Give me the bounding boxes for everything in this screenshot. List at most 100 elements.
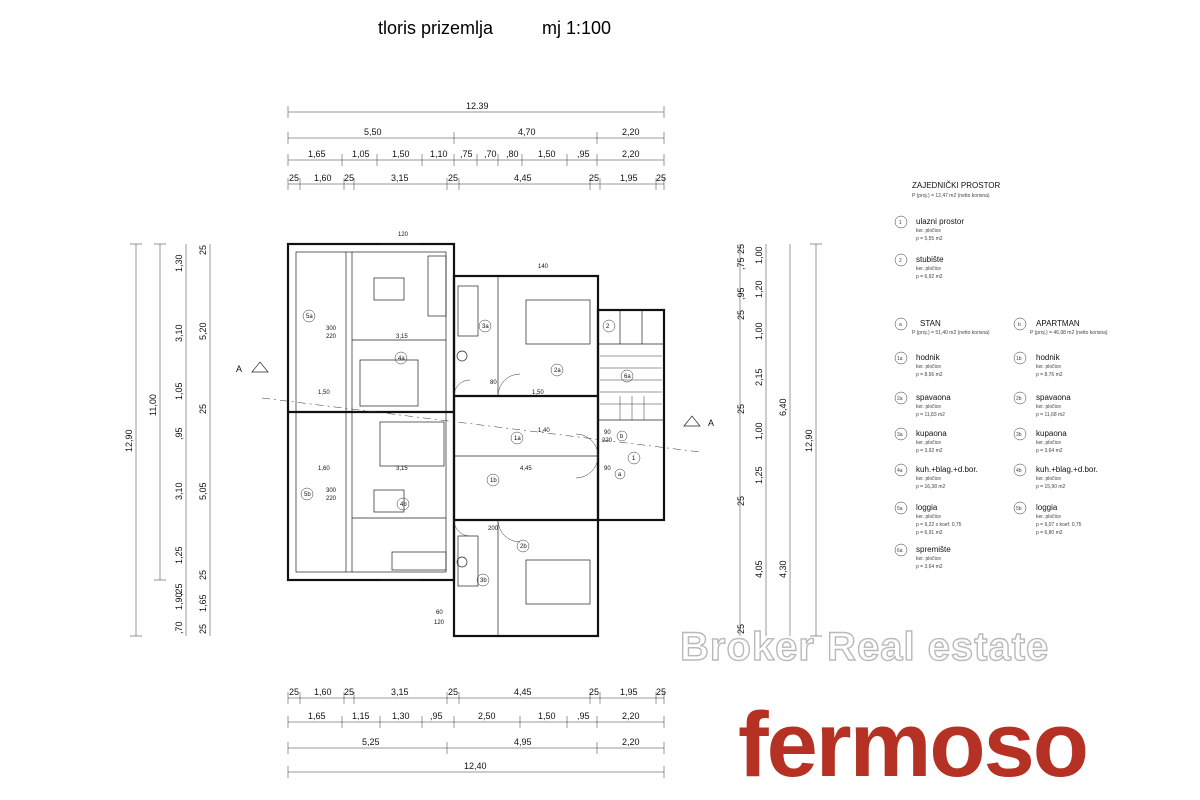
legend-apt-a-title: STAN	[920, 319, 941, 328]
od-2: 220	[326, 334, 337, 340]
legend-items-a: 1a hodnik ker. pločice p = 8,56 m2 2a sp…	[894, 351, 978, 570]
legend-common-2-name: stubište	[916, 255, 944, 264]
li-b3-floor: ker. pločice	[1036, 440, 1061, 446]
dim-top-r4-5: 25	[448, 173, 458, 183]
legend-apt-a-badge: a	[899, 322, 902, 328]
li-a3-area: p = 3,92 m2	[916, 448, 943, 454]
od-13: 80	[490, 380, 497, 386]
od-19: 300	[326, 488, 337, 494]
dim-bot-r2-1: 1,65	[308, 711, 326, 721]
dim-top-r3-10: 2,20	[622, 149, 640, 159]
li-b5-num: 5b	[1016, 506, 1022, 512]
li-b4-name: kuh.+blag.+d.bor.	[1036, 465, 1098, 474]
plan-title: tloris prizemlja	[378, 18, 494, 38]
li-a2-floor: ker. pločice	[916, 404, 941, 410]
dim-top-r3-7: ,80	[506, 149, 519, 159]
od-12: 120	[434, 620, 445, 626]
dim-bot-r1-3: 25	[344, 687, 354, 697]
right-dimension-chains: 25 ,75 ,95 25 25 25 25 1,00 1,20 1,00 2,…	[736, 243, 822, 637]
dim-top-r4-7: 25	[589, 173, 599, 183]
room-2b: 2b	[520, 544, 527, 550]
od-15: 140	[538, 264, 549, 270]
li-a5-area: p = 9,22 x koef. 0,75	[916, 522, 962, 528]
od-6: 4,45	[520, 466, 532, 472]
dim-bot-r1-7: 25	[589, 687, 599, 697]
room-1a: 1a	[514, 436, 521, 442]
room-5a: 5a	[306, 314, 313, 320]
li-a5-num: 5a	[897, 506, 903, 512]
legend-common-1-num: 1	[899, 220, 902, 226]
dim-top-r3-1: 1,65	[308, 149, 326, 159]
li-a6-num: 6a	[897, 548, 903, 554]
dim-bot-r2-5: 2,50	[478, 711, 496, 721]
li-a1-area: p = 8,56 m2	[916, 372, 943, 378]
legend-common-title: ZAJEDNIČKI PROSTOR	[912, 181, 1001, 190]
dim-top-r4-4: 3,15	[391, 173, 409, 183]
dim-bot-r2-3: 1,30	[392, 711, 410, 721]
dim-right-c4-2: ,75	[736, 257, 746, 270]
dim-top-r3-3: 1,50	[392, 149, 410, 159]
li-a1-name: hodnik	[916, 353, 941, 362]
od-5: 1,50	[532, 390, 544, 396]
od-3: 3,15	[396, 334, 408, 340]
dim-top-r4-6: 4,45	[514, 173, 532, 183]
od-9: 90	[604, 430, 611, 436]
dim-bot-r1-8: 1,95	[620, 687, 638, 697]
dim-top-r4-8: 1,95	[620, 173, 638, 183]
od-16: 90	[604, 466, 611, 472]
legend: ZAJEDNIČKI PROSTOR P (proj.) = 12,47 m2 …	[894, 181, 1108, 570]
li-a4-area: p = 16,38 m2	[916, 484, 946, 490]
dim-right-c3-5: 1,00	[754, 422, 764, 440]
li-b4-area: p = 15,90 m2	[1036, 484, 1066, 490]
dim-left-total: 12,90	[124, 429, 134, 452]
dim-right-c4-4: 25	[736, 310, 746, 320]
dim-bot-r3-3: 2,20	[622, 737, 640, 747]
li-b1-floor: ker. pločice	[1036, 364, 1061, 370]
floor-plan: A A	[236, 242, 714, 638]
room-3b: 3b	[480, 578, 487, 584]
li-b5-area2: p = 6,80 m2	[1036, 530, 1063, 536]
legend-items-b: 1b hodnik ker. pločice p = 8,76 m2 2b sp…	[1013, 351, 1098, 536]
room-2: 2	[606, 324, 610, 330]
dim-bot-r3-1: 5,25	[362, 737, 380, 747]
room-4a: 4a	[398, 356, 405, 362]
room-a: a	[618, 472, 622, 478]
dim-bot-total: 12,40	[464, 761, 487, 771]
dim-bot-r2-4: ,95	[430, 711, 443, 721]
dim-bot-r1-2: 1,60	[314, 687, 332, 697]
li-b3-num: 3b	[1016, 432, 1022, 438]
li-b5-name: loggia	[1036, 503, 1058, 512]
od-14: 200	[488, 526, 499, 532]
dim-top-r3-4: 1,10	[430, 149, 448, 159]
plan-opening-dims: 300 220 3,15 1,50 1,50 4,45 1,60 1,40 90…	[318, 232, 613, 626]
dim-bot-r2-8: 2,20	[622, 711, 640, 721]
li-b2-num: 2b	[1016, 396, 1022, 402]
li-a5-name: loggia	[916, 503, 938, 512]
li-b5-area: p = 9,07 x koef. 0,75	[1036, 522, 1082, 528]
legend-common-2-num: 2	[899, 258, 902, 264]
li-b1-area: p = 8,76 m2	[1036, 372, 1063, 378]
li-a5-area2: p = 6,91 m2	[916, 530, 943, 536]
od-18: 3,15	[396, 466, 408, 472]
od-7: 1,60	[318, 466, 330, 472]
dim-right-c4-5: 25	[736, 404, 746, 414]
li-b4-floor: ker. pločice	[1036, 476, 1061, 482]
dim-top-r3-2: 1,05	[352, 149, 370, 159]
li-a2-area: p = 11,83 m2	[916, 412, 945, 418]
li-a6-name: spremište	[916, 545, 951, 554]
od-10: 220	[602, 438, 613, 444]
dim-right-c4-7: 25	[736, 624, 746, 634]
section-mark-left: A	[236, 364, 242, 374]
dim-left-c3-8: ,25	[174, 583, 184, 596]
dim-right-c4-1: 25	[736, 244, 746, 254]
od-11: 60	[436, 610, 443, 616]
dim-right-c2-1: 6,40	[778, 398, 788, 416]
li-a5-floor: ker. pločice	[916, 514, 941, 520]
legend-common-1-name: ulazni prostor	[916, 217, 964, 226]
legend-apt-b-area: P (proj.) = 46,98 m2 (netto korisna)	[1030, 330, 1108, 336]
legend-common-1-area: p = 5,55 m2	[916, 236, 943, 242]
dim-left-c4-3: 25	[198, 404, 208, 414]
dim-left-c4-6: 1,65	[198, 594, 208, 612]
li-a4-num: 4a	[897, 468, 903, 474]
